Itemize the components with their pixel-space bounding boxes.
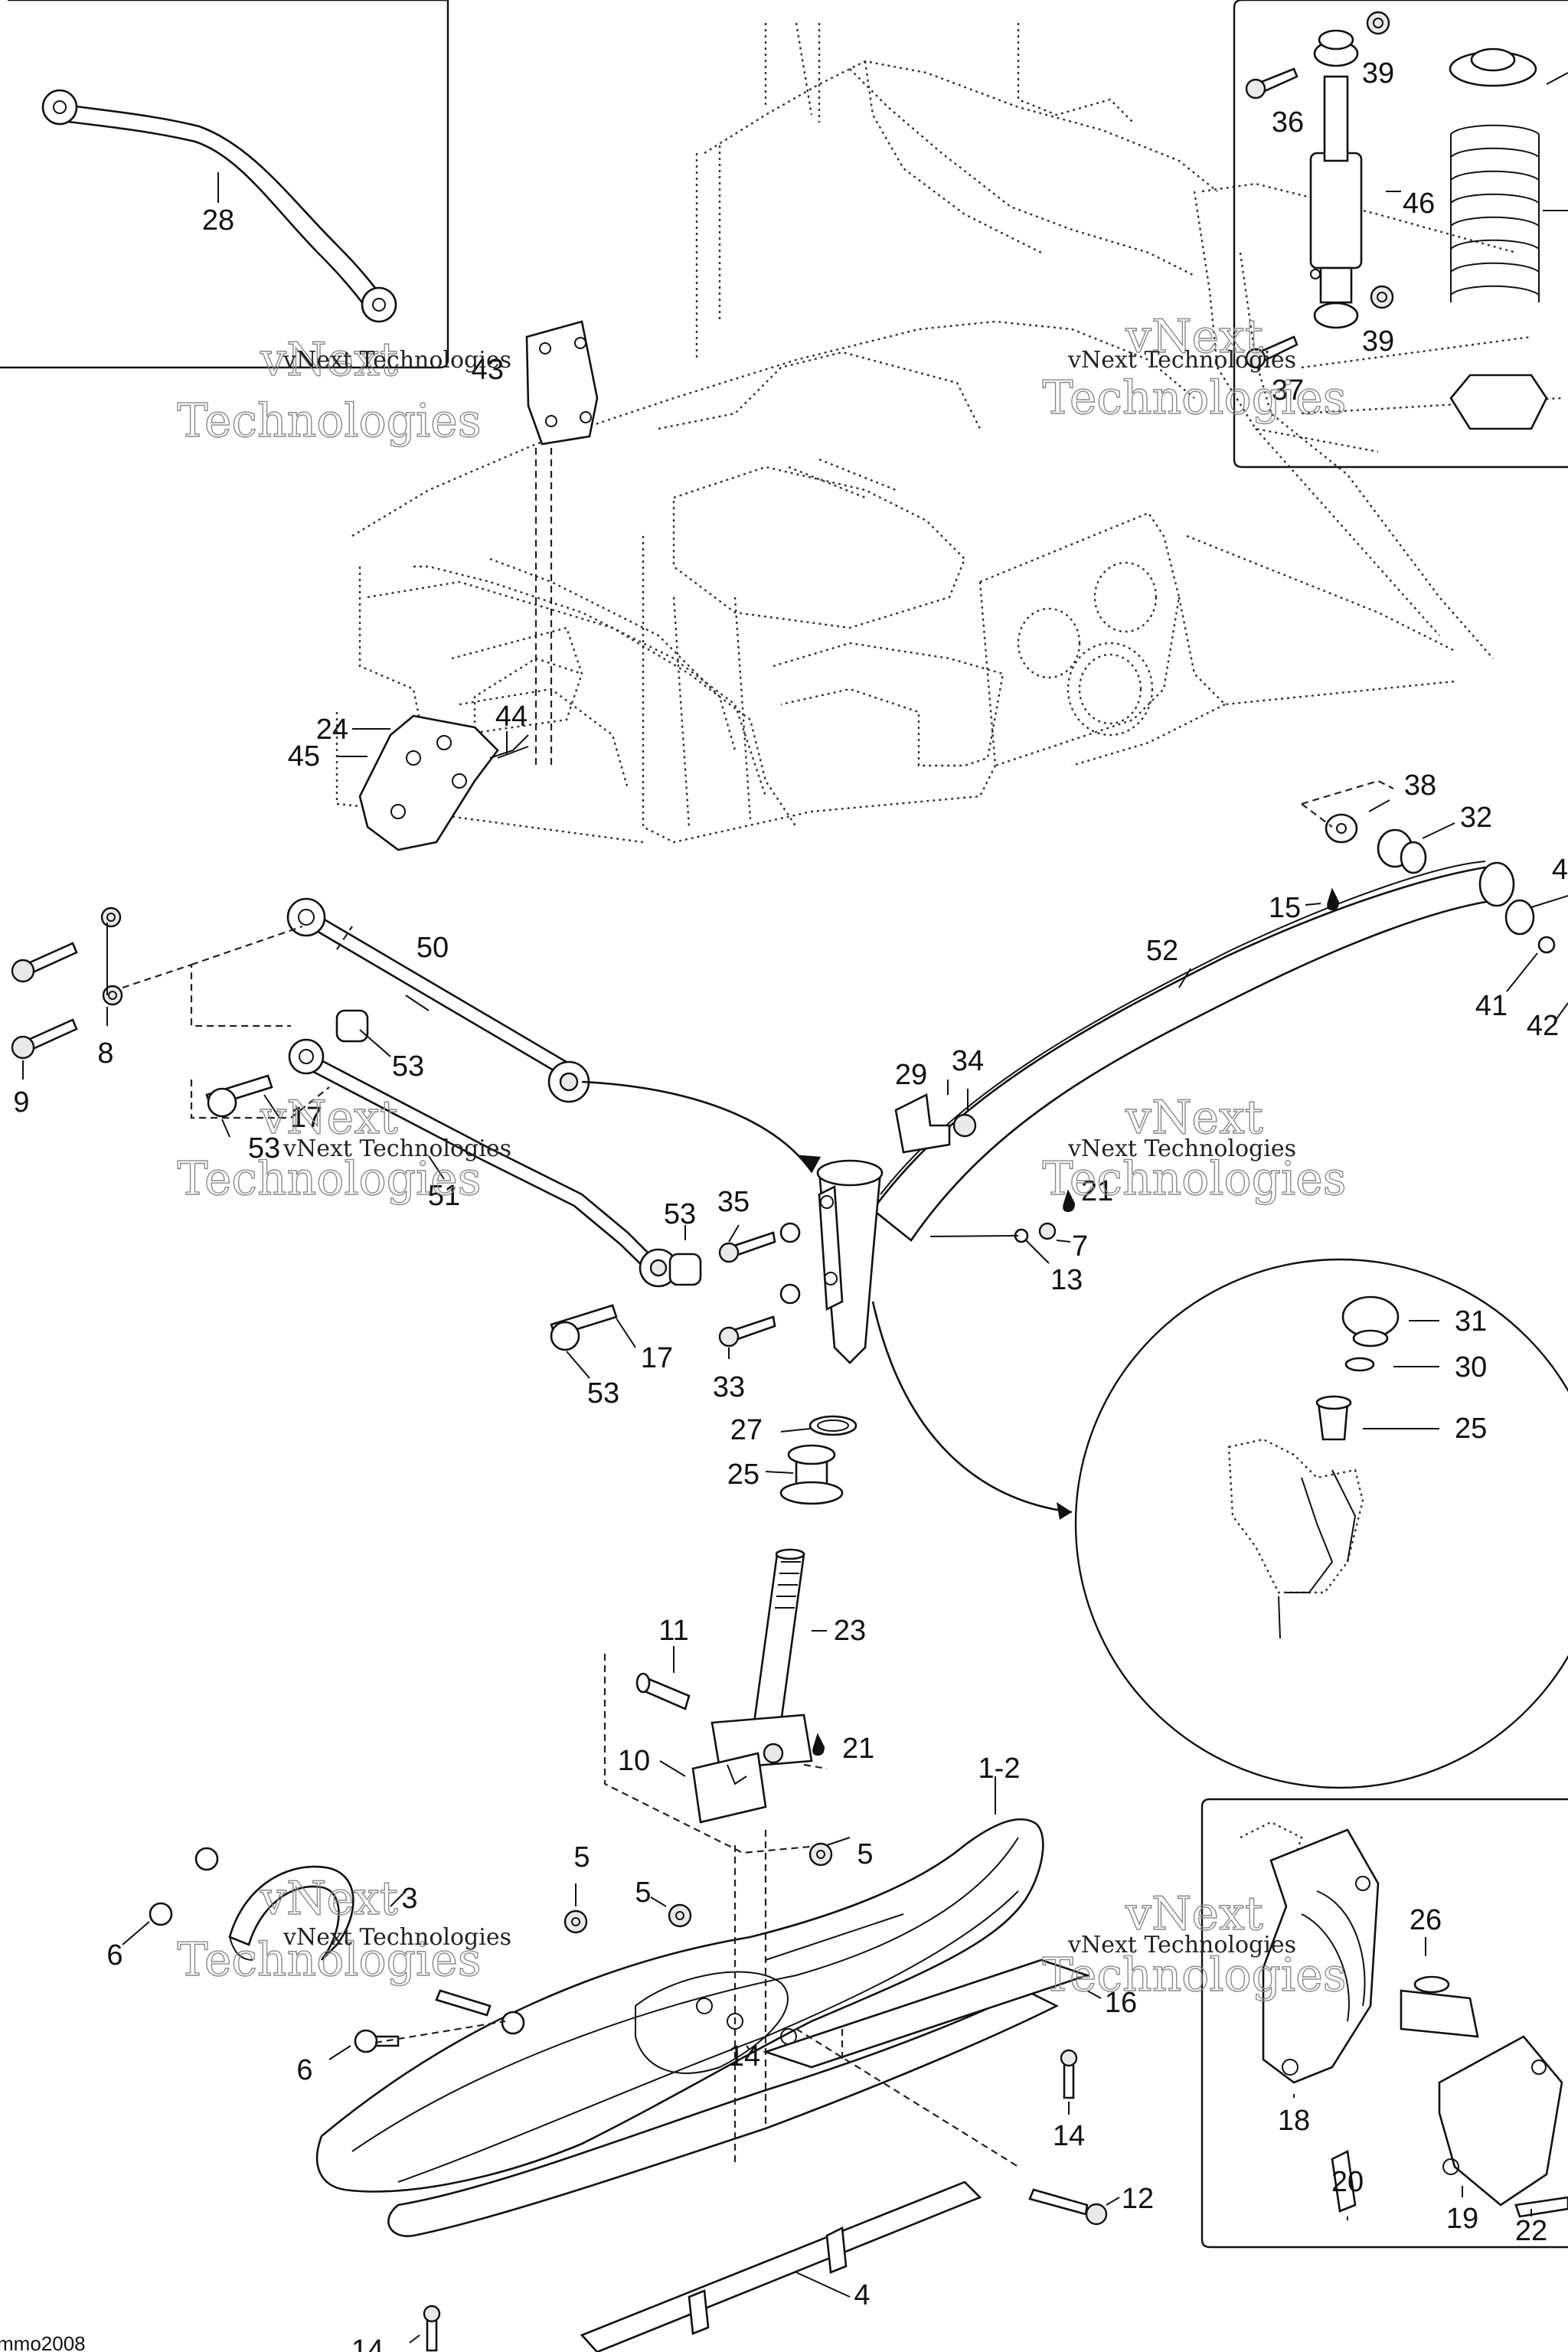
- callout-24: 24: [316, 714, 348, 746]
- circle-detail: 31 30 25: [871, 1258, 1568, 1789]
- callout-50: 50: [416, 932, 449, 964]
- callout-4: 4: [854, 2279, 870, 2311]
- footer-code: mmo2008: [0, 2332, 86, 2352]
- callout-5a: 5: [573, 1841, 590, 1873]
- watermark-topright: vNext Technologies vNext Technologies: [1042, 309, 1347, 425]
- callout-25a: 25: [727, 1459, 760, 1491]
- svg-text:vNext: vNext: [1125, 1887, 1263, 1941]
- callout-14c: 14: [351, 2334, 384, 2352]
- svg-text:Technologies: Technologies: [177, 394, 481, 448]
- callout-20: 20: [1331, 2166, 1364, 2198]
- svg-text:vNext: vNext: [260, 1872, 398, 1926]
- callout-53d: 53: [587, 1377, 619, 1410]
- svg-text:vNext: vNext: [260, 333, 398, 387]
- callout-13: 13: [1050, 1264, 1083, 1296]
- svg-text:vNext: vNext: [1125, 1091, 1263, 1145]
- callout-12: 12: [1122, 2183, 1154, 2215]
- callout-15: 15: [1269, 892, 1301, 924]
- callout-17b: 17: [641, 1342, 673, 1374]
- svg-text:vNext Technologies: vNext Technologies: [283, 1135, 511, 1162]
- callout-6b: 6: [296, 2054, 312, 2086]
- ski-assembly: 1-2 5 5 5 3 6 6 16 14 14 12 14 4: [106, 1753, 1154, 2352]
- callout-42: 42: [1527, 1010, 1559, 1042]
- svg-text:vNext Technologies: vNext Technologies: [1067, 1932, 1296, 1958]
- svg-text:Technologies: Technologies: [177, 1152, 481, 1206]
- callout-41: 41: [1475, 990, 1508, 1022]
- svg-text:vNext Technologies: vNext Technologies: [1067, 1135, 1296, 1162]
- mount-brackets: 43 24 45 44: [288, 320, 599, 851]
- callout-45: 45: [288, 740, 320, 773]
- callout-33: 33: [713, 1371, 745, 1403]
- callout-14b: 14: [1053, 2120, 1085, 2152]
- callout-10: 10: [618, 1745, 650, 1777]
- svg-text:Technologies: Technologies: [177, 1933, 481, 1987]
- watermark-bottomright: vNext Technologies vNext Technologies: [1042, 1886, 1347, 2002]
- callout-51: 51: [428, 1180, 460, 1212]
- callout-53b: 53: [248, 1132, 280, 1165]
- callout-46: 46: [1403, 188, 1435, 220]
- callout-3: 3: [401, 1883, 417, 1915]
- callout-18: 18: [1278, 2105, 1310, 2137]
- callout-44: 44: [495, 701, 528, 733]
- callout-14a: 14: [728, 2040, 760, 2073]
- callout-35: 35: [717, 1186, 750, 1218]
- callout-25b: 25: [1455, 1413, 1487, 1445]
- callout-21b: 21: [842, 1733, 874, 1765]
- callout-19: 19: [1446, 2203, 1478, 2235]
- callout-7: 7: [1072, 1230, 1088, 1263]
- callout-32: 32: [1460, 802, 1492, 834]
- callout-1-2: 1-2: [978, 1753, 1021, 1785]
- svg-text:Technologies: Technologies: [1042, 1152, 1346, 1206]
- inset-ski-stops: 26 18 20 19 22: [1200, 1798, 1568, 2249]
- callout-39a: 39: [1362, 57, 1394, 90]
- svg-text:Technologies: Technologies: [1042, 371, 1346, 425]
- svg-text:vNext Technologies: vNext Technologies: [283, 1924, 511, 1951]
- svg-text:vNext Technologies: vNext Technologies: [1067, 347, 1296, 374]
- callout-22: 22: [1515, 2215, 1547, 2247]
- callout-37: 37: [1272, 374, 1304, 407]
- inset-tie-rod: 28: [0, 0, 449, 369]
- svg-text:Technologies: Technologies: [1042, 1949, 1346, 2002]
- callout-52: 52: [1146, 935, 1178, 967]
- watermark-topleft: vNext Technologies vNext Technologies: [177, 332, 511, 448]
- watermarks: vNext Technologies vNext Technologies vN…: [177, 309, 1347, 2002]
- callout-53a: 53: [392, 1050, 424, 1083]
- callout-23: 23: [834, 1615, 866, 1647]
- inset-shock: 36 39 46 39 37: [1233, 0, 1568, 469]
- callout-53c: 53: [664, 1198, 696, 1230]
- callout-34: 34: [952, 1045, 984, 1077]
- callout-9: 9: [13, 1086, 29, 1119]
- callout-38: 38: [1404, 769, 1436, 802]
- callout-36: 36: [1272, 106, 1304, 139]
- callout-43: 43: [472, 354, 504, 386]
- callout-5c: 5: [857, 1838, 873, 1870]
- callout-8: 8: [97, 1037, 113, 1070]
- svg-text:vNext: vNext: [1125, 310, 1263, 364]
- trailing-arm: 38 32 15 52 4 41 42 29 34 35 21 7 13 33: [713, 769, 1568, 1403]
- callout-17a: 17: [290, 1102, 322, 1134]
- callout-21a: 21: [1081, 1175, 1113, 1207]
- callout-30: 30: [1455, 1351, 1487, 1383]
- left-bolts: 9 8: [11, 906, 291, 1119]
- callout-27: 27: [730, 1414, 763, 1446]
- callout-28: 28: [202, 204, 234, 237]
- callout-39b: 39: [1362, 325, 1394, 358]
- callout-26: 26: [1410, 1904, 1442, 1936]
- callout-4-top: 4: [1552, 854, 1568, 886]
- callout-5b: 5: [635, 1877, 651, 1909]
- svg-text:vNext: vNext: [260, 1091, 398, 1145]
- watermark-midleft: vNext Technologies vNext Technologies: [177, 1090, 511, 1206]
- radius-rods: 50 53 17 53 51 53 17 53: [190, 897, 822, 1410]
- spindle-parts: 27 25 23 11 10 21: [603, 1414, 874, 1854]
- watermark-bottomleft: vNext Technologies vNext Technologies: [177, 1871, 511, 1987]
- callout-31: 31: [1455, 1305, 1487, 1338]
- watermark-midright: vNext Technologies vNext Technologies: [1042, 1090, 1347, 1206]
- callout-11: 11: [658, 1615, 688, 1647]
- callout-16: 16: [1105, 1987, 1137, 2019]
- svg-text:vNext Technologies: vNext Technologies: [283, 347, 511, 374]
- callout-6a: 6: [106, 1939, 122, 1971]
- callout-29: 29: [895, 1059, 927, 1091]
